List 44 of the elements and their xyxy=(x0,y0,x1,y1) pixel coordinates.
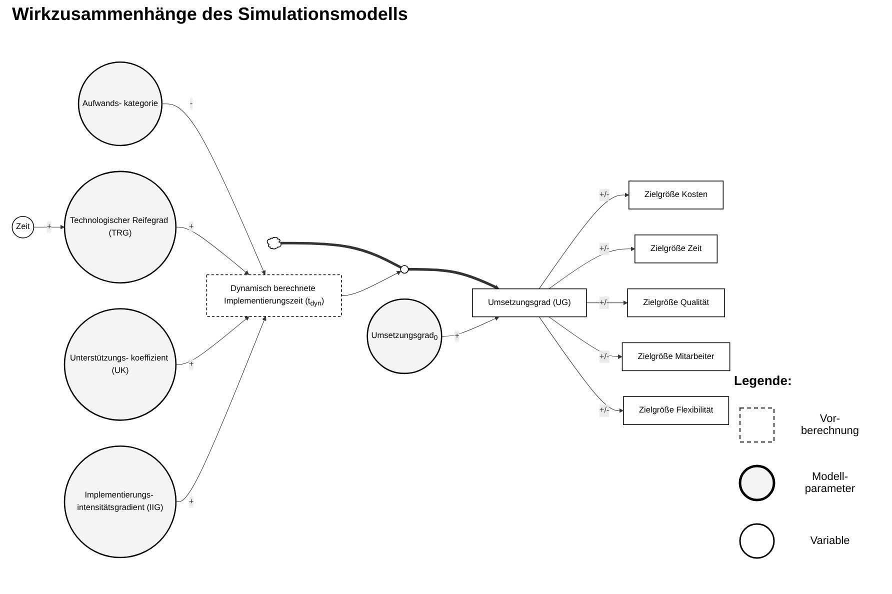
diagram-title: Wirkzusammenhänge des Simulationsmodells xyxy=(12,4,408,25)
node-box: Dynamisch berechnete Implementierungszeit (t$_{dyn}$) xyxy=(206,274,342,316)
arrow xyxy=(538,192,630,289)
edge-label: +/- xyxy=(599,298,610,307)
node-box: Zielgröße Zeit xyxy=(634,234,718,263)
node-circle: Zeit xyxy=(12,216,34,238)
node-cloud xyxy=(266,236,282,250)
arrow xyxy=(341,270,402,296)
node-box: Zielgröße Kosten xyxy=(628,180,724,210)
edge-label: - xyxy=(190,98,193,108)
legend-text: Vor- berechnung xyxy=(800,413,860,437)
arrow xyxy=(441,316,500,336)
arrow xyxy=(408,268,500,289)
edge-label: +/- xyxy=(599,352,610,361)
node-box: Zielgröße Flexibilität xyxy=(623,396,730,425)
edge-label: + xyxy=(188,359,194,368)
edge-label: + xyxy=(46,222,52,231)
arrow xyxy=(34,224,65,230)
arrow xyxy=(162,103,266,275)
node-circle: Technologischer Reifegrad (TRG) xyxy=(64,170,177,284)
legend-text: Modell- parameter xyxy=(804,471,856,495)
edge-label: +/- xyxy=(599,406,610,414)
edge-label: + xyxy=(188,496,194,506)
node-circle: Unterstützungs- koeffizient (UK) xyxy=(64,308,177,420)
legend-heading: Legende: xyxy=(734,373,792,388)
arrow xyxy=(548,316,622,359)
edge-label: + xyxy=(454,331,460,340)
node-circle: Implementierungs- intensitätsgradient (IIG) xyxy=(64,445,177,558)
connector xyxy=(281,242,402,268)
node-box: Zielgröße Qualität xyxy=(627,288,725,317)
node-circle: Umsetzungsgrad$_{0}$ xyxy=(366,298,442,374)
arrow xyxy=(176,226,250,275)
legend-text: Variable xyxy=(809,535,851,547)
node-box: Umsetzungsgrad (UG) xyxy=(472,288,587,317)
arrow xyxy=(538,316,624,413)
edge-label: +/- xyxy=(599,244,610,253)
node-circle xyxy=(400,264,409,274)
node-box: Zielgröße Mitarbeiter xyxy=(622,342,730,371)
arrow xyxy=(176,316,250,364)
node-circle: Aufwands- kategorie xyxy=(78,61,163,146)
edge-label: +/- xyxy=(599,190,610,199)
arrow xyxy=(548,246,636,289)
edge-label: + xyxy=(188,222,194,231)
arrow xyxy=(176,316,266,502)
